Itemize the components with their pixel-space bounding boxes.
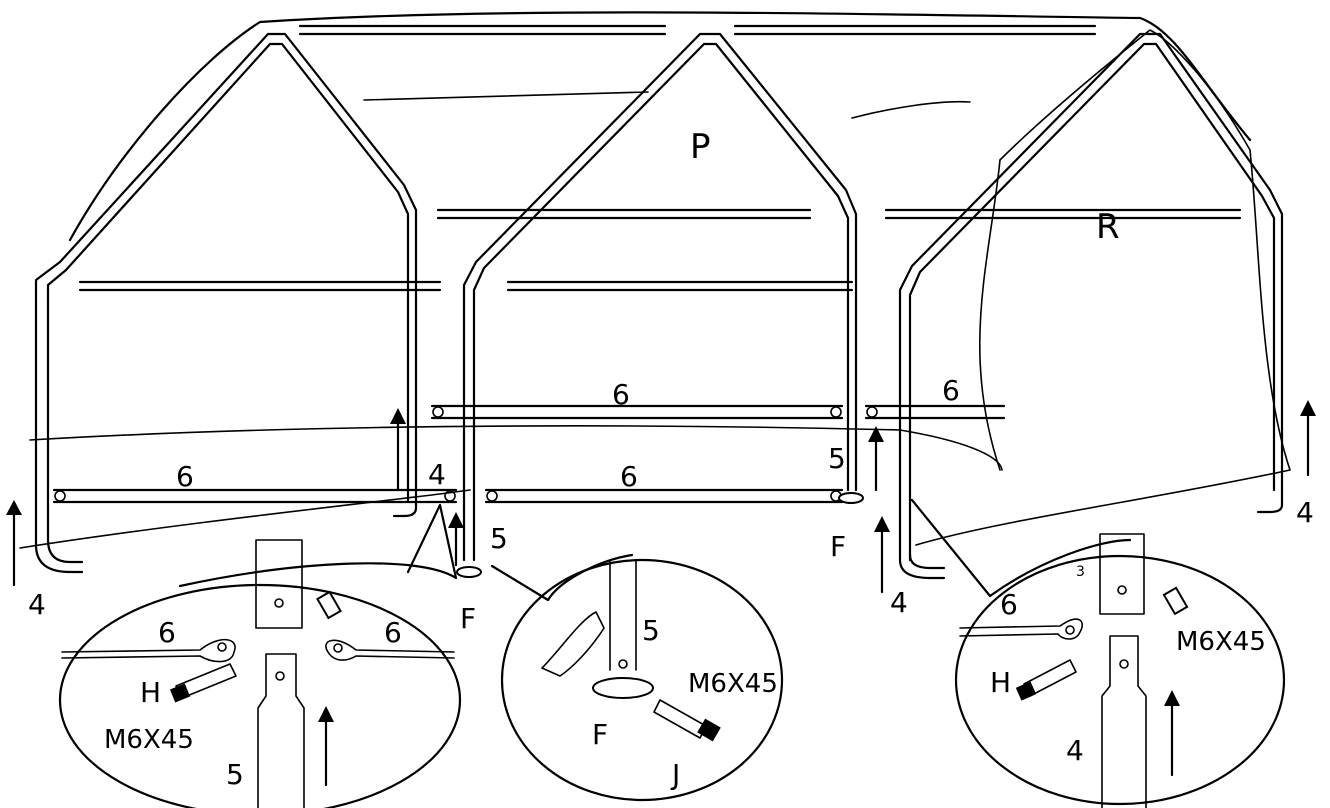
direction-arrows [6,400,1316,787]
canopy-covers [19,29,1291,549]
label-bubble-middle-5: 5 [642,614,660,647]
label-bar-6-right: 6 [942,374,960,407]
label-bubble-middle-j: J [670,758,680,791]
label-leg-5-right: 5 [828,442,846,475]
label-bubble-left-6b: 6 [384,616,402,649]
label-leg-4-right: 4 [890,586,908,619]
detail-bubble-right [910,498,1286,808]
label-bubble-right-3: 3 [1076,564,1085,580]
label-bubble-right-4: 4 [1066,734,1084,767]
label-bubble-left-5: 5 [226,758,244,791]
label-leg-5-middle: 5 [490,522,508,555]
label-leg-4-far-right: 4 [1296,496,1314,529]
label-side-cover-r: R [1096,207,1120,247]
part-labels: P R 6 6 6 6 4 4 4 4 5 5 F F 6 6 H M6X45 … [28,127,1314,791]
canopy-frame [34,11,1284,580]
detail-bubble-middle [490,553,784,802]
label-leg-4-left: 4 [428,458,446,491]
label-bubble-middle-bolt: M6X45 [688,669,778,699]
label-leg-4-far-left: 4 [28,588,46,621]
label-bubble-right-6: 6 [1000,588,1018,621]
label-bar-6-left: 6 [176,460,194,493]
label-bubble-middle-f: F [592,718,608,751]
label-bubble-right-bolt: M6X45 [1176,627,1266,657]
label-bar-6-middle-upper: 6 [612,378,630,411]
label-roof-cover-p: P [690,127,711,167]
detail-bubble-left [58,503,462,808]
label-foot-f-middle: F [460,602,476,635]
label-bar-6-middle-lower: 6 [620,460,638,493]
label-bubble-left-6a: 6 [158,616,176,649]
label-bubble-left-h: H [140,676,161,709]
label-bubble-left-bolt: M6X45 [104,725,194,755]
label-foot-f-right: F [830,530,846,563]
label-bubble-right-h: H [990,666,1011,699]
